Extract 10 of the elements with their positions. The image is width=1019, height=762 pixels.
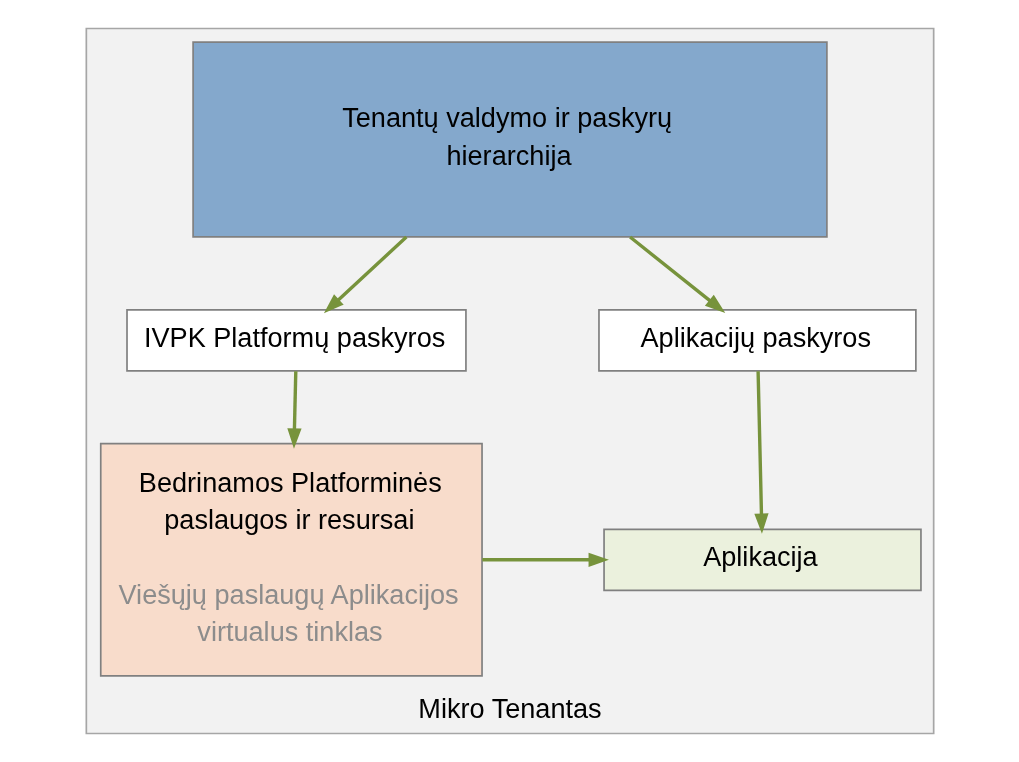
arrow xyxy=(753,371,769,534)
node-box: Aplikacijų paskyros xyxy=(597,308,917,372)
arrow xyxy=(286,371,302,449)
arrow xyxy=(481,552,609,567)
arrow xyxy=(323,235,408,314)
node-box: Tenantų valdymo ir paskyrų hierarchija xyxy=(191,41,828,238)
node-box: Aplikacija xyxy=(602,528,922,592)
node-box: IVPK Platformų paskyros xyxy=(125,308,467,372)
arrow xyxy=(628,235,725,313)
node-box: Bedrinamos Platforminės paslaugos ir resursai Viešųjų paslaugų Aplikacijos virtualus tinklas xyxy=(99,442,483,677)
